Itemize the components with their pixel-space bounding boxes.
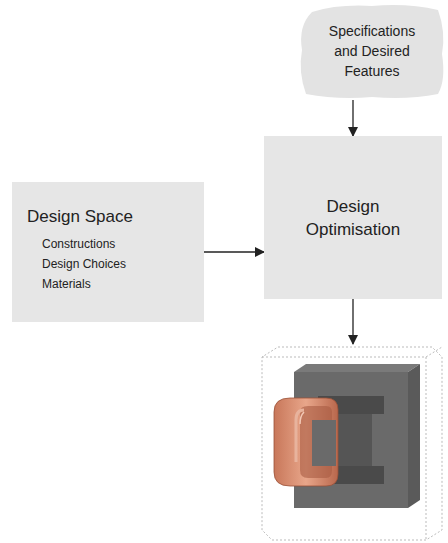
- design-space-box: Design SpaceConstructionsDesign ChoicesM…: [12, 182, 204, 322]
- process-box: Design Optimisation: [264, 136, 442, 299]
- output-arrow: [352, 299, 353, 344]
- cloud-text: Specifications and Desired Features: [318, 21, 426, 81]
- flow-arrow: [352, 100, 353, 136]
- spec-cloud: Specifications and Desired Features: [298, 2, 446, 100]
- box-heading: Design Space: [27, 206, 152, 228]
- list-item: Materials: [27, 274, 152, 294]
- list-item: Constructions: [27, 234, 152, 254]
- flow-arrow: [204, 251, 264, 252]
- list-item: Design Choices: [27, 254, 152, 274]
- transformer-illustration: [262, 347, 442, 540]
- box-label: Design Optimisation: [298, 195, 408, 241]
